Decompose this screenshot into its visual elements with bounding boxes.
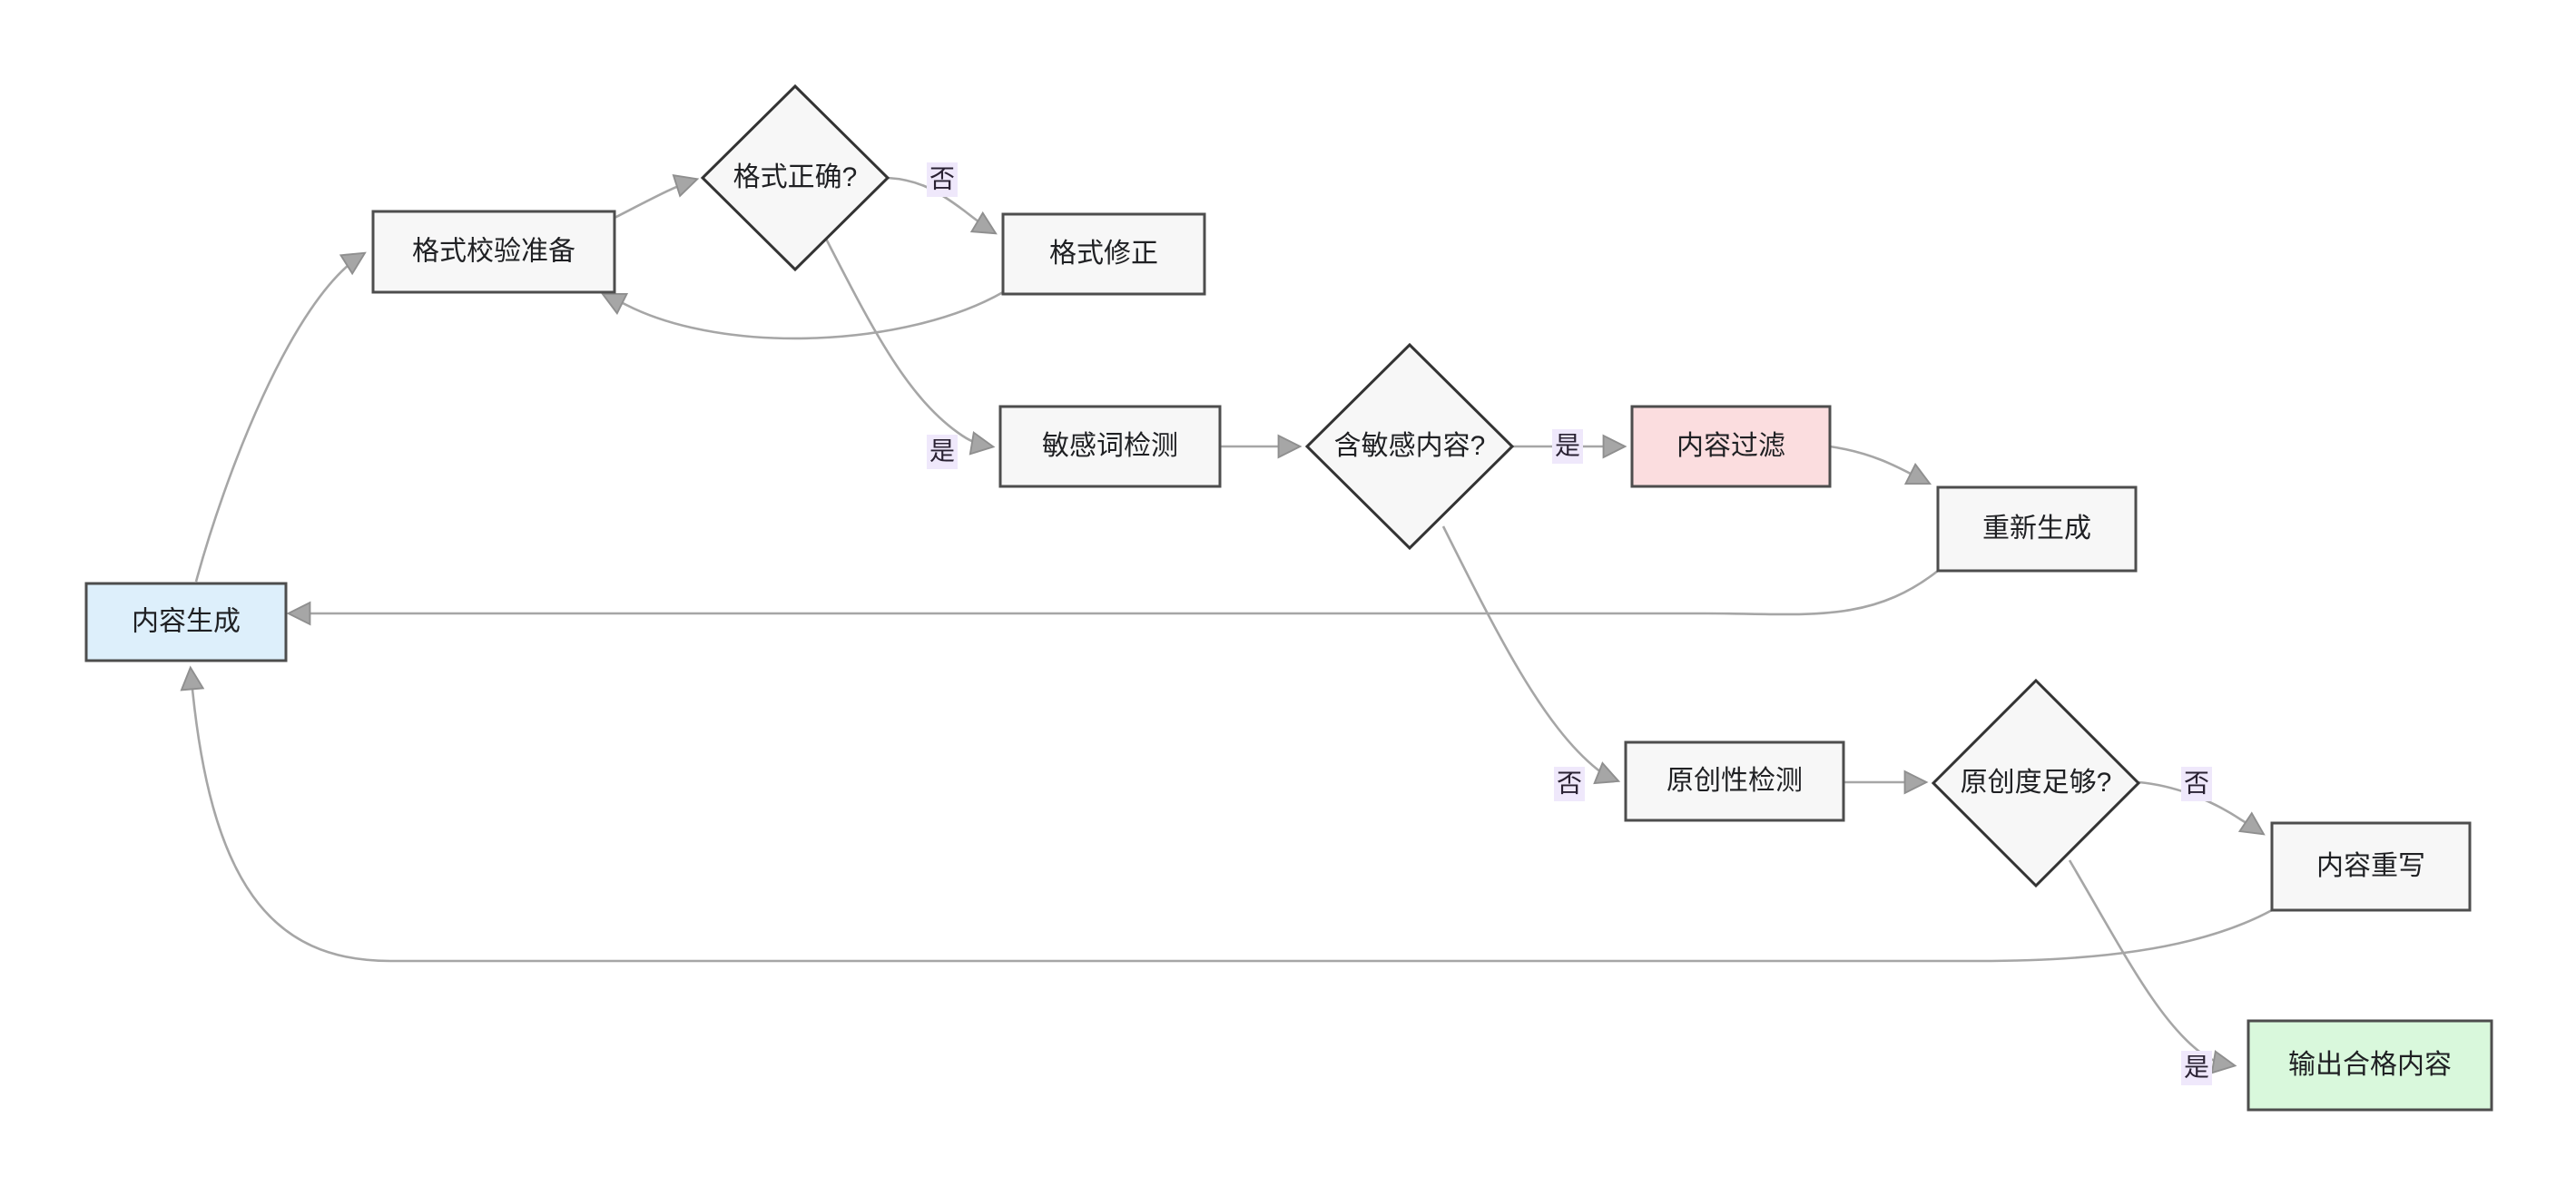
node-format_ok[interactable]: 格式正确? xyxy=(700,83,890,272)
edge-label-text: 是 xyxy=(2184,1053,2209,1081)
node-label-originality: 原创性检测 xyxy=(1667,766,1803,796)
node-rewrite[interactable]: 内容重写 xyxy=(2270,821,2472,912)
node-label-format_ok: 格式正确? xyxy=(733,162,858,192)
edge-label-e12: 否 xyxy=(2181,767,2212,801)
edge-label-text: 否 xyxy=(2184,769,2209,797)
node-shape-rect xyxy=(1630,405,1832,488)
edge-label-e7: 是 xyxy=(1552,429,1583,464)
node-label-sensitive_det: 敏感词检测 xyxy=(1042,431,1178,461)
node-has_sensitive[interactable]: 含敏感内容? xyxy=(1304,342,1515,551)
edge-label-highlight xyxy=(927,435,958,469)
node-regenerate[interactable]: 重新生成 xyxy=(1936,485,2138,573)
edges-layer xyxy=(180,173,2273,1074)
edge-content_gen-to-format_prep xyxy=(194,251,367,583)
edge-label-highlight xyxy=(1552,429,1583,464)
node-label-output_ok: 输出合格内容 xyxy=(2288,1050,2452,1080)
edge-content_filter-to-regenerate xyxy=(1829,445,1932,485)
node-label-has_sensitive: 含敏感内容? xyxy=(1334,431,1486,461)
edge-format_ok-to-format_fix xyxy=(887,176,998,235)
edge-label-text: 是 xyxy=(929,436,955,465)
node-sensitive_det[interactable]: 敏感词检测 xyxy=(998,405,1222,488)
node-shape-rect xyxy=(1001,212,1206,296)
node-shape-rect xyxy=(998,405,1222,488)
node-label-content_gen: 内容生成 xyxy=(132,606,241,636)
node-shape-rect xyxy=(1624,740,1845,822)
node-label-content_filter: 内容过滤 xyxy=(1676,431,1785,461)
node-label-format_prep: 格式校验准备 xyxy=(412,236,575,266)
node-shape-rect xyxy=(2247,1019,2493,1112)
edge-label-text: 是 xyxy=(1555,431,1580,459)
node-output_ok[interactable]: 输出合格内容 xyxy=(2247,1019,2493,1112)
node-label-format_fix: 格式修正 xyxy=(1049,239,1158,269)
node-shape-diamond xyxy=(1931,678,2141,888)
node-format_prep[interactable]: 格式校验准备 xyxy=(371,210,616,294)
node-label-orig_enough: 原创度足够? xyxy=(1961,768,2112,798)
edge-labels-layer: 否是是否否是 xyxy=(927,162,2212,1085)
node-originality[interactable]: 原创性检测 xyxy=(1624,740,1845,822)
edge-format_prep-to-format_ok xyxy=(614,173,700,220)
node-label-regenerate: 重新生成 xyxy=(1982,514,2091,544)
node-shape-rect xyxy=(1936,485,2138,573)
edge-label-highlight xyxy=(2181,1051,2212,1085)
node-orig_enough[interactable]: 原创度足够? xyxy=(1931,678,2141,888)
edge-orig_enough-to-output_ok xyxy=(2068,859,2237,1074)
node-content_filter[interactable]: 内容过滤 xyxy=(1630,405,1832,488)
edge-label-highlight xyxy=(2181,767,2212,801)
edge-format_fix-to-format_prep xyxy=(600,290,1004,340)
node-content_gen[interactable]: 内容生成 xyxy=(84,582,288,662)
node-shape-rect xyxy=(371,210,616,294)
edge-regenerate-to-content_gen xyxy=(286,569,1939,626)
edge-label-text: 否 xyxy=(1557,769,1582,797)
node-shape-rect xyxy=(2270,821,2472,912)
edge-label-e3: 否 xyxy=(927,162,958,197)
node-label-rewrite: 内容重写 xyxy=(2316,851,2425,881)
edge-orig_enough-to-rewrite xyxy=(2138,780,2266,836)
edge-label-e5: 是 xyxy=(927,435,958,469)
node-format_fix[interactable]: 格式修正 xyxy=(1001,212,1206,296)
edge-format_ok-to-sensitive_det xyxy=(824,238,996,456)
node-shape-diamond xyxy=(1304,342,1515,551)
node-shape-rect xyxy=(84,582,288,662)
node-shape-diamond xyxy=(700,83,890,272)
edge-label-highlight xyxy=(927,162,958,197)
edge-rewrite-to-content_gen xyxy=(180,665,2273,963)
edge-label-e14: 是 xyxy=(2181,1051,2212,1085)
edge-label-highlight xyxy=(1554,767,1585,801)
edge-has_sensitive-to-originality xyxy=(1441,525,1621,785)
edge-label-text: 否 xyxy=(929,164,955,192)
edge-label-e10: 否 xyxy=(1554,767,1585,801)
